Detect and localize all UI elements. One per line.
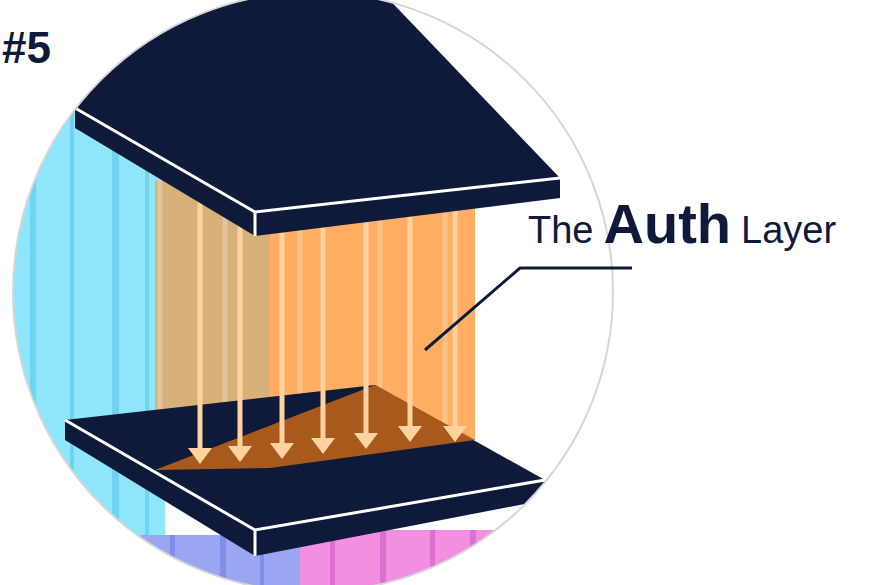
callout-label: The Auth Layer — [528, 196, 836, 252]
label-word-bold: Auth — [603, 196, 731, 252]
label-word: The — [528, 211, 593, 249]
callout-number: #5 — [2, 26, 51, 70]
label-word: Layer — [741, 211, 836, 249]
